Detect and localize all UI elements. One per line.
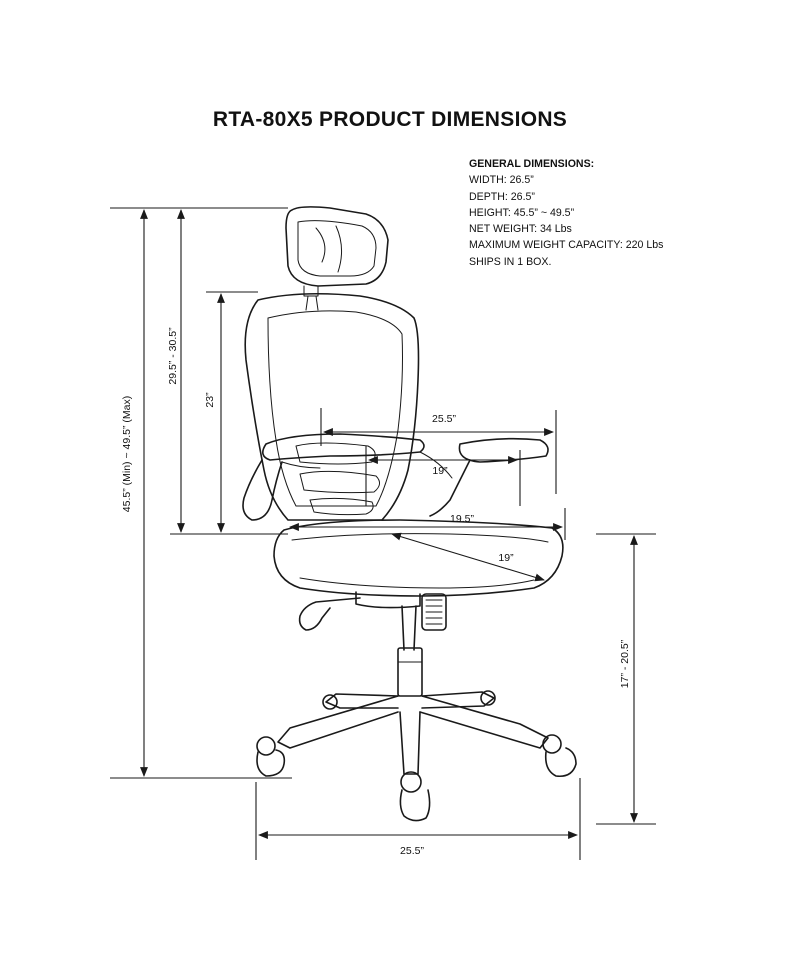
spec-depth: DEPTH: 26.5” xyxy=(469,190,535,203)
spec-ships: SHIPS IN 1 BOX. xyxy=(469,255,552,268)
back-height-label: 29.5” - 30.5” xyxy=(167,327,179,385)
dimension-labels: 45.5” (Min) ~ 49.5” (Max) 29.5” - 30.5” … xyxy=(121,327,631,857)
spec-width: WIDTH: 26.5” xyxy=(469,174,534,187)
specs-heading: GENERAL DIMENSIONS: xyxy=(469,158,595,170)
dimension-lines xyxy=(110,207,656,860)
gas-cylinder xyxy=(397,605,423,697)
page-title: RTA-80X5 PRODUCT DIMENSIONS xyxy=(212,108,568,131)
chair-illustration xyxy=(242,206,577,822)
spec-max-capacity: MAXIMUM WEIGHT CAPACITY: 220 Lbs xyxy=(469,239,664,252)
arm-width-label: 25.5” xyxy=(432,413,456,425)
spec-height: HEIGHT: 45.5” ~ 49.5” xyxy=(469,206,575,219)
seat-height-label: 17” - 20.5” xyxy=(619,639,631,688)
inner-width-label: 19” xyxy=(432,465,448,477)
armrests xyxy=(242,433,549,521)
star-base xyxy=(277,691,549,775)
spec-net-weight: NET WEIGHT: 34 Lbs xyxy=(469,223,572,236)
seat-mechanism xyxy=(298,591,447,631)
seat xyxy=(273,519,564,597)
backrest-height-label: 23” xyxy=(204,392,216,408)
backrest xyxy=(244,292,420,521)
general-dimensions-panel: GENERAL DIMENSIONS: WIDTH: 26.5” DEPTH: … xyxy=(469,156,663,270)
seat-depth-label: 19” xyxy=(498,552,514,564)
casters xyxy=(256,690,577,822)
base-width-label: 25.5” xyxy=(400,845,424,857)
seat-depth-arrow xyxy=(391,532,545,582)
headrest xyxy=(285,206,389,311)
seat-width-label: 19.5” xyxy=(450,513,474,525)
overall-height-label: 45.5” (Min) ~ 49.5” (Max) xyxy=(121,396,133,512)
